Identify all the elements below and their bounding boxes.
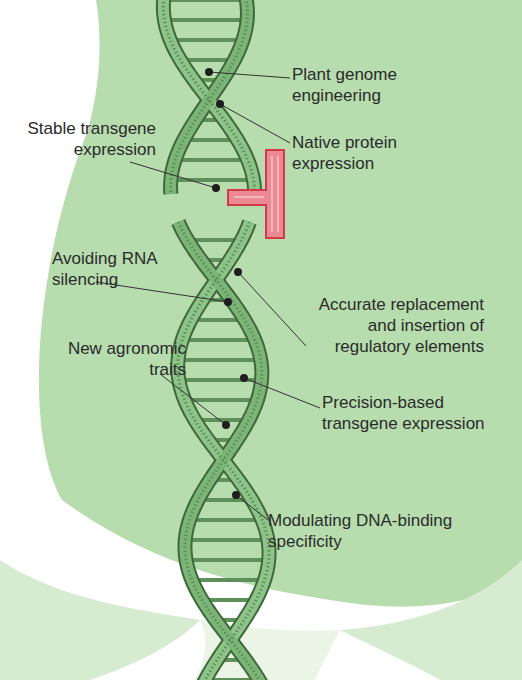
strand-texture xyxy=(163,0,254,194)
leader-line xyxy=(160,374,226,425)
leaf-lower-left xyxy=(0,560,200,680)
base-pair-rung xyxy=(164,18,247,22)
leader-dot xyxy=(205,68,213,76)
leader-line xyxy=(130,162,216,188)
callout-label: New agronomic traits xyxy=(58,338,186,380)
strand-texture xyxy=(178,222,265,680)
leaf-lower-right xyxy=(340,560,522,680)
dna-strand xyxy=(178,222,265,680)
callout-label: Native protein expression xyxy=(292,132,442,174)
callout-label: Modulating DNA-binding specificity xyxy=(268,510,468,552)
strand-outline xyxy=(163,0,254,194)
leader-line xyxy=(220,104,290,143)
base-pair-rung xyxy=(175,158,248,162)
base-pair-rung xyxy=(185,538,268,542)
leader-dot xyxy=(222,421,230,429)
base-pair-rung xyxy=(178,358,261,362)
leader-dot xyxy=(240,374,248,382)
leader-line xyxy=(238,272,306,346)
leader-dot xyxy=(234,268,242,276)
leader-line xyxy=(236,495,268,520)
leader-dot xyxy=(232,491,240,499)
dna-strand xyxy=(171,0,248,194)
dna-strand xyxy=(163,0,254,194)
callout-label: Avoiding RNA silencing xyxy=(52,248,177,290)
callout-label: Precision-based transgene expression xyxy=(322,392,492,434)
leader-dot xyxy=(216,100,224,108)
callout-label: Accurate replacement and insertion of re… xyxy=(312,294,484,357)
base-pair-rung xyxy=(189,518,262,522)
callout-label: Plant genome engineering xyxy=(292,64,442,106)
leader-line xyxy=(209,72,290,78)
strand-outline xyxy=(171,0,248,194)
nuclease-symbol xyxy=(228,150,284,238)
base-pair-rung xyxy=(186,558,269,562)
base-pair-rung xyxy=(192,578,265,582)
leader-dot xyxy=(212,184,220,192)
strand-texture xyxy=(171,0,248,194)
leader-dot xyxy=(224,298,232,306)
leader-line xyxy=(244,378,320,408)
leader-lines xyxy=(96,72,320,520)
callout-label: Stable transgene expression xyxy=(11,118,156,160)
leaf-shape xyxy=(39,0,522,607)
red-t-hatch xyxy=(234,156,278,232)
base-pair-rung xyxy=(164,0,247,2)
leader-dots xyxy=(205,68,248,499)
red-t-shape xyxy=(228,150,284,238)
base-pair-rung xyxy=(182,338,255,342)
base-pair-rung xyxy=(170,38,243,42)
